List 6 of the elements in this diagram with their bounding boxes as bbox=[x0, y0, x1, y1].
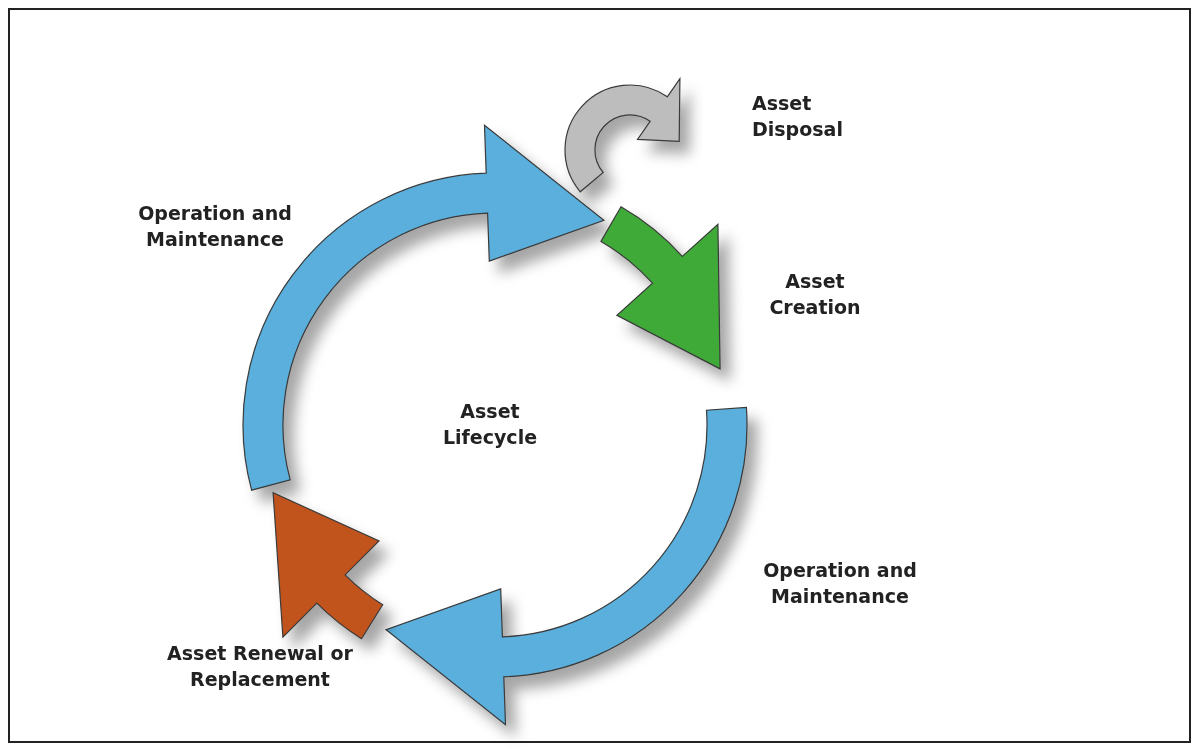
stage-label: Operation and Maintenance bbox=[725, 557, 955, 609]
center-label: Asset Lifecycle bbox=[441, 399, 539, 450]
stage-label: Asset Creation bbox=[755, 268, 875, 320]
stage-label: Operation and Maintenance bbox=[100, 200, 330, 252]
stage-label: Asset Renewal or Replacement bbox=[140, 640, 380, 692]
stage-label: Asset Disposal bbox=[752, 90, 872, 142]
